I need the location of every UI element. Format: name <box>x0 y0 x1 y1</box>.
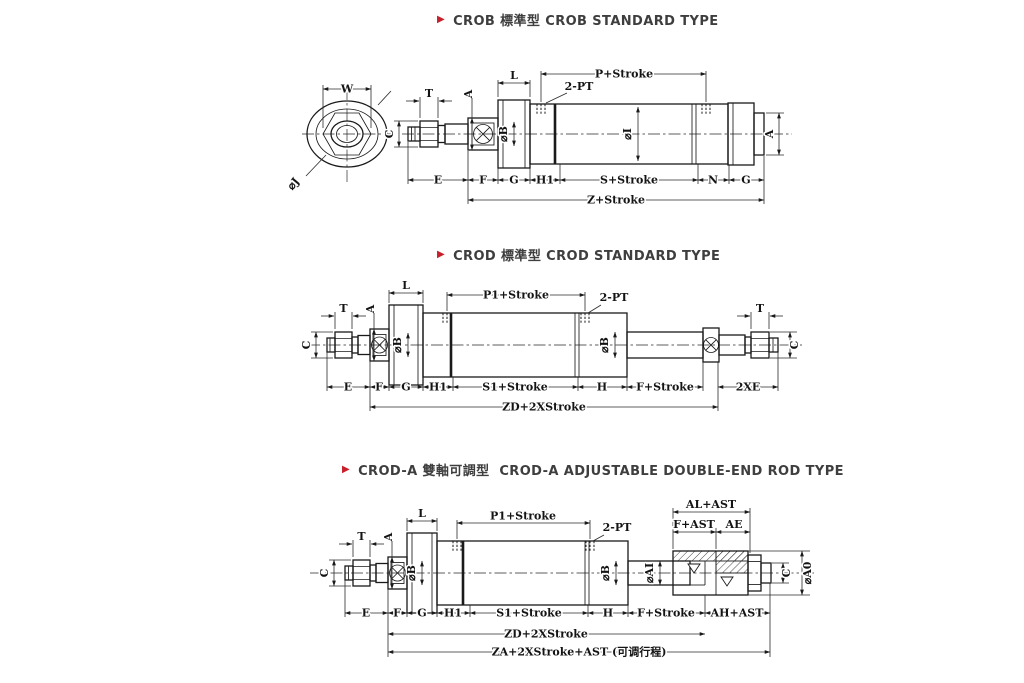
crod-dim-l: L <box>402 279 410 292</box>
crod-dim-p1-stroke: P1+Stroke <box>483 289 549 302</box>
croda-dim-ah-ast: AH+AST <box>710 607 765 620</box>
croda-dim-t: T <box>357 530 366 543</box>
crod-dim-h1: H1 <box>429 381 447 394</box>
croda-dim-za: ZA+2XStroke+AST (可调行程) <box>492 645 667 659</box>
croda-dim-phi-ai: ⌀AI <box>643 563 656 583</box>
croda-dim-phi-b-left: ⌀B <box>405 565 418 581</box>
croda-dim-zd: ZD+2XStroke <box>504 628 588 641</box>
crob-side-view <box>402 99 792 169</box>
croda-dim-h: H <box>603 607 613 620</box>
crod-title-text: CROD 標準型 CROD STANDARD TYPE <box>453 249 721 264</box>
croda-dim-l: L <box>418 507 426 520</box>
crob-dim-n: N <box>708 174 718 187</box>
crob-dim-f: F <box>479 174 487 187</box>
croda-dim-a: A <box>382 532 395 542</box>
section-marker-icon: ▶ <box>437 13 446 25</box>
croda-dim-phi-a0: ⌀A0 <box>801 561 814 584</box>
crod-dim-c-right: C <box>788 340 801 349</box>
section-marker-icon: ▶ <box>437 248 446 260</box>
croda-dim-phi-b-right: ⌀B <box>599 565 612 581</box>
crob-dim-a-rod: A <box>462 89 475 99</box>
crod-side-view <box>308 304 802 386</box>
check-valve-icon <box>720 576 734 587</box>
crod-dimensions: P1+Stroke 2-PT L T A C ⌀B ⌀B T C <box>299 278 803 416</box>
crob-dim-g1: G <box>509 174 518 187</box>
crob-drawing: W ⌀J <box>283 66 792 208</box>
check-valve-icon <box>687 563 701 574</box>
crob-title-text: CROB 標準型 CROB STANDARD TYPE <box>453 14 719 29</box>
port-right <box>701 104 711 114</box>
croda-dimensions: P1+Stroke 2-PT L T A C ⌀B ⌀B ⌀AI AL+AST <box>317 497 816 661</box>
crob-dim-g2: G <box>741 174 750 187</box>
port-right <box>580 313 590 323</box>
crod-dim-s1-stroke: S1+Stroke <box>482 381 548 394</box>
croda-title-text: CROD-A 雙軸可調型 CROD-A ADJUSTABLE DOUBLE-EN… <box>358 464 844 479</box>
crod-dim-zd: ZD+2XStroke <box>502 401 586 414</box>
port-left <box>452 541 462 551</box>
croda-dim-f-ast: F+AST <box>673 518 716 531</box>
crob-dim-h1: H1 <box>536 174 554 187</box>
crod-dim-h: H <box>597 381 607 394</box>
croda-drawing: P1+Stroke 2-PT L T A C ⌀B ⌀B ⌀AI AL+AST <box>310 497 816 661</box>
crob-dimensions: P+Stroke 2-PT L T C A ⌀B ⌀I A <box>382 66 784 208</box>
croda-dim-s1-stroke: S1+Stroke <box>496 607 562 620</box>
stroke-adjuster <box>672 550 772 596</box>
croda-dim-p1-stroke: P1+Stroke <box>490 510 556 523</box>
crod-drawing: P1+Stroke 2-PT L T A C ⌀B ⌀B T C <box>299 278 803 416</box>
crod-dim-t-right: T <box>756 302 765 315</box>
crod-section-title: ▶ CROD 標準型 CROD STANDARD TYPE <box>437 245 720 264</box>
croda-dim-f-stroke: F+Stroke <box>637 607 695 620</box>
crob-dim-2pt: 2-PT <box>565 80 594 93</box>
port-left <box>442 313 452 323</box>
crod-dim-e: E <box>344 381 352 394</box>
crob-dim-s-stroke: S+Stroke <box>600 174 658 187</box>
crob-dim-p-stroke: P+Stroke <box>595 68 653 81</box>
croda-dim-al-ast: AL+AST <box>685 498 737 511</box>
croda-dim-c-right: C <box>780 568 793 577</box>
crod-dim-t-left: T <box>339 302 348 315</box>
crod-dim-2pt: 2-PT <box>600 291 629 304</box>
crod-dim-g: G <box>401 381 410 394</box>
croda-section-title: ▶ CROD-A 雙軸可調型 CROD-A ADJUSTABLE DOUBLE-… <box>342 460 844 479</box>
croda-dim-f: F <box>393 607 401 620</box>
port-left <box>536 104 546 114</box>
crod-dim-phi-b-right: ⌀B <box>598 337 611 353</box>
crob-dim-z-stroke: Z+Stroke <box>587 194 645 207</box>
croda-dim-ae: AE <box>725 518 743 531</box>
crob-dim-w: W <box>340 83 354 96</box>
croda-dim-e: E <box>362 607 370 620</box>
crod-dim-a: A <box>364 304 377 314</box>
port-right <box>585 541 595 551</box>
crob-dim-phi-b: ⌀B <box>497 126 510 142</box>
crob-dim-c: C <box>383 129 396 138</box>
croda-dim-h1: H1 <box>444 607 462 620</box>
section-marker-icon: ▶ <box>342 463 351 475</box>
croda-dim-c-left: C <box>318 568 331 577</box>
crob-dim-phi-i: ⌀I <box>621 128 634 140</box>
crob-dim-e: E <box>434 174 442 187</box>
crob-section-title: ▶ CROB 標準型 CROB STANDARD TYPE <box>437 10 719 29</box>
crod-dim-phi-b-left: ⌀B <box>391 337 404 353</box>
croda-side-view <box>310 532 815 614</box>
crod-dim-f-stroke: F+Stroke <box>636 381 694 394</box>
crod-dim-2xe: 2XE <box>736 381 761 394</box>
crod-dim-c-left: C <box>300 340 313 349</box>
crob-dim-a-cap: A <box>763 129 776 139</box>
crob-dim-phi-j: ⌀J <box>285 175 303 192</box>
crob-dim-t: T <box>425 87 434 100</box>
croda-dim-g: G <box>417 607 426 620</box>
crod-dim-f: F <box>375 381 383 394</box>
crob-end-view: W ⌀J <box>283 81 394 194</box>
croda-dim-2pt: 2-PT <box>603 521 632 534</box>
crob-dim-l: L <box>510 69 518 82</box>
